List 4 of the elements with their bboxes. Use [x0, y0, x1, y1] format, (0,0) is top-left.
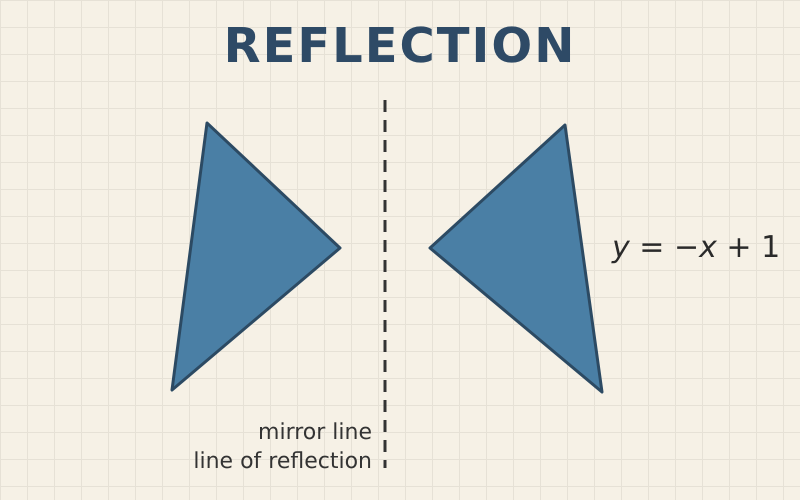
mirror-line-label: line of reflection [193, 449, 372, 474]
equation: y = −x + 1 [612, 230, 780, 265]
diagram-title: REFLECTION [224, 18, 576, 74]
mirror-line-label: mirror line [258, 420, 372, 445]
